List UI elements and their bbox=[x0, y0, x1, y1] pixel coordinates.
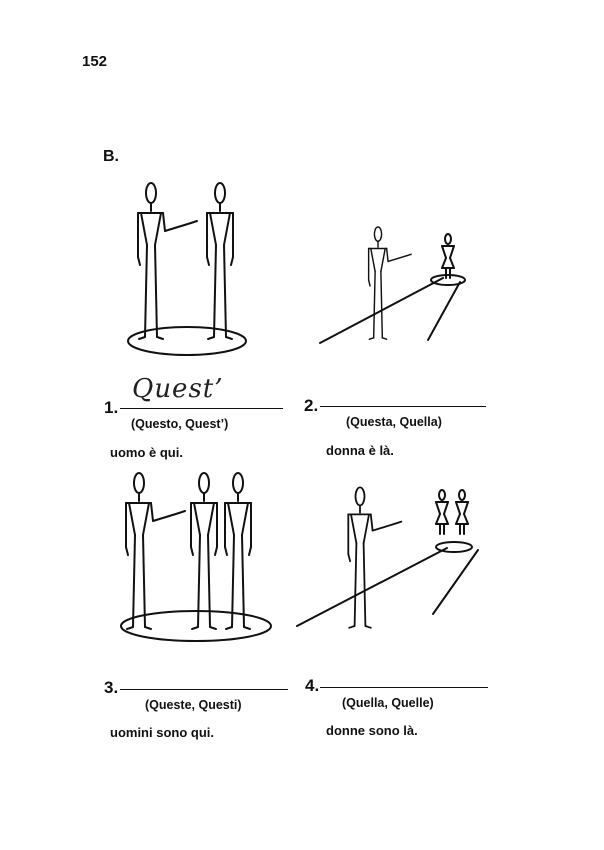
exercise-1-options: (Questo, Quest’) bbox=[131, 417, 229, 431]
page-number: 152 bbox=[82, 53, 108, 70]
exercise-4-number: 4. bbox=[305, 676, 320, 695]
exercise-2-options: (Questa, Quella) bbox=[346, 415, 442, 429]
exercise-1-answer[interactable]: Quest’ bbox=[132, 374, 224, 404]
exercise-1-blank[interactable] bbox=[120, 408, 283, 409]
exercise-1-number: 1. bbox=[104, 398, 119, 417]
section-label: B. bbox=[103, 148, 119, 165]
exercise-4-options: (Quella, Quelle) bbox=[342, 696, 434, 710]
exercise-2-blank[interactable] bbox=[320, 406, 486, 407]
exercise-3-options: (Queste, Questi) bbox=[145, 698, 242, 712]
exercise-2-sentence: donna è là. bbox=[326, 443, 394, 458]
exercise-3-number: 3. bbox=[104, 678, 119, 697]
exercise-1-sentence: uomo è qui. bbox=[110, 445, 183, 460]
exercise-2-number: 2. bbox=[304, 396, 319, 415]
exercise-3-blank[interactable] bbox=[120, 689, 288, 690]
exercise-3-sentence: uomini sono qui. bbox=[110, 725, 214, 740]
exercise-4-sentence: donne sono là. bbox=[326, 723, 418, 738]
exercise-4-blank[interactable] bbox=[320, 687, 488, 688]
